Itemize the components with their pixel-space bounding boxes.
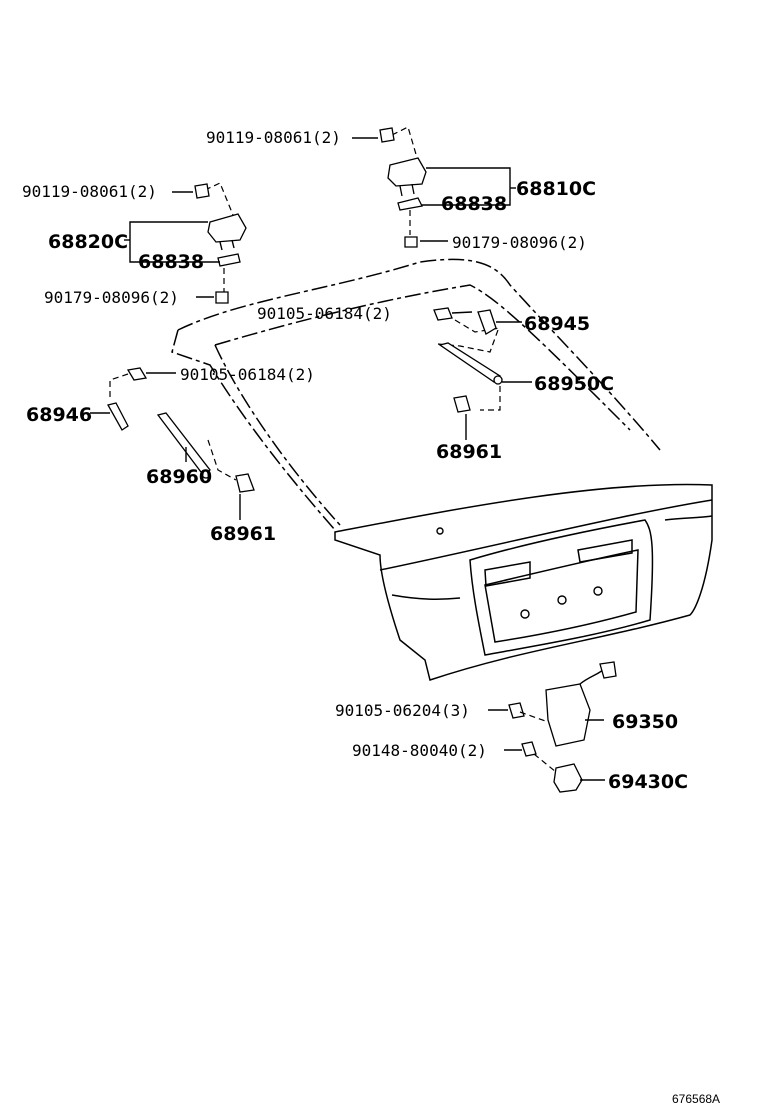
label-69430c: 69430C (608, 771, 688, 793)
label-90119-08061-left: 90119-08061(2) (22, 182, 157, 201)
hinge-right-assembly (352, 126, 516, 248)
reference-code: 676568A (672, 1092, 720, 1106)
label-68945: 68945 (524, 313, 590, 335)
label-68961-left: 68961 (210, 523, 276, 545)
label-90105-06184-top: 90105-06184(2) (257, 304, 392, 323)
label-68810c: 68810C (516, 178, 596, 200)
label-68961-right: 68961 (436, 441, 502, 463)
label-90179-08096-left: 90179-08096(2) (44, 288, 179, 307)
label-90179-08096-right: 90179-08096(2) (452, 233, 587, 252)
label-68950c: 68950C (534, 373, 614, 395)
strut-left-assembly (90, 367, 255, 520)
label-69350: 69350 (612, 711, 678, 733)
back-door-panel (171, 258, 713, 681)
label-68838-left: 68838 (138, 251, 204, 273)
strut-right-assembly (433, 307, 532, 440)
lock-assembly (488, 661, 617, 793)
label-68960: 68960 (146, 466, 212, 488)
hinge-left-assembly (124, 182, 247, 304)
label-90105-06204: 90105-06204(3) (335, 701, 470, 720)
label-90119-08061-top: 90119-08061(2) (206, 128, 341, 147)
label-68946: 68946 (26, 404, 92, 426)
label-90105-06184-left: 90105-06184(2) (180, 365, 315, 384)
label-68838-right: 68838 (441, 193, 507, 215)
label-68820c: 68820C (48, 231, 128, 253)
label-90148-80040: 90148-80040(2) (352, 741, 487, 760)
